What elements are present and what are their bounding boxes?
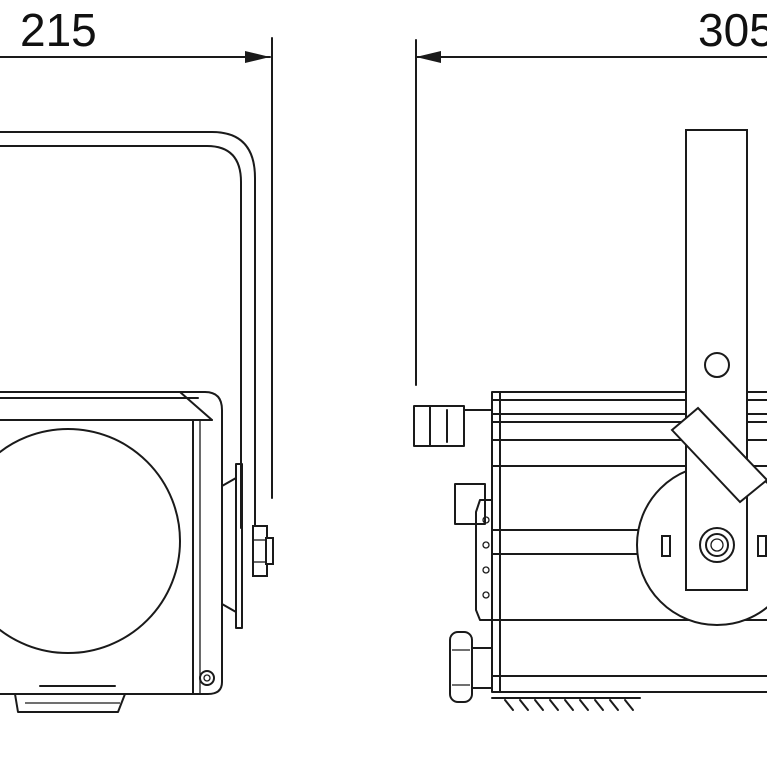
side-focus-knob-shaft <box>471 647 493 689</box>
front-screw <box>199 670 215 686</box>
side-rear-dot-2 <box>482 541 490 549</box>
side-vent-fins <box>491 697 641 711</box>
depth-dimension: 305 <box>415 4 767 386</box>
front-top-plate-bevel <box>179 391 213 421</box>
side-focus-knob <box>449 631 473 703</box>
depth-dimension-label: 305 <box>698 4 767 56</box>
side-disc-slot-right <box>757 535 767 557</box>
front-view <box>0 131 274 713</box>
front-screw-center <box>203 674 211 682</box>
front-yoke-outer <box>0 131 256 529</box>
front-body-outline <box>0 391 223 695</box>
side-connector-block <box>454 483 486 525</box>
side-yoke-arm <box>685 129 748 591</box>
side-view <box>413 129 767 711</box>
side-pivot-knob-ring <box>705 533 729 557</box>
side-rear-plate <box>475 499 493 621</box>
side-lock-lever <box>670 406 767 504</box>
width-dimension: 215 <box>0 4 273 499</box>
front-yoke-knob-cap <box>265 537 274 565</box>
front-side-bracket <box>221 477 237 613</box>
side-rear-dot-3 <box>482 566 490 574</box>
side-disc-slot-left <box>661 535 671 557</box>
front-foot <box>14 693 126 713</box>
side-yoke-hole <box>704 352 730 378</box>
width-dimension-label: 215 <box>20 4 97 56</box>
front-yoke-inner <box>0 145 242 529</box>
side-rear-handle <box>413 405 465 447</box>
side-pivot-knob-center <box>710 538 724 552</box>
front-bracket-plate <box>235 463 243 629</box>
front-yoke-knob <box>252 525 268 577</box>
front-lens <box>0 428 181 654</box>
width-arrow-head <box>245 51 270 63</box>
side-pivot-knob <box>699 527 735 563</box>
side-rear-dot-1 <box>482 516 490 524</box>
depth-arrow-head <box>416 51 441 63</box>
side-rear-dot-4 <box>482 591 490 599</box>
